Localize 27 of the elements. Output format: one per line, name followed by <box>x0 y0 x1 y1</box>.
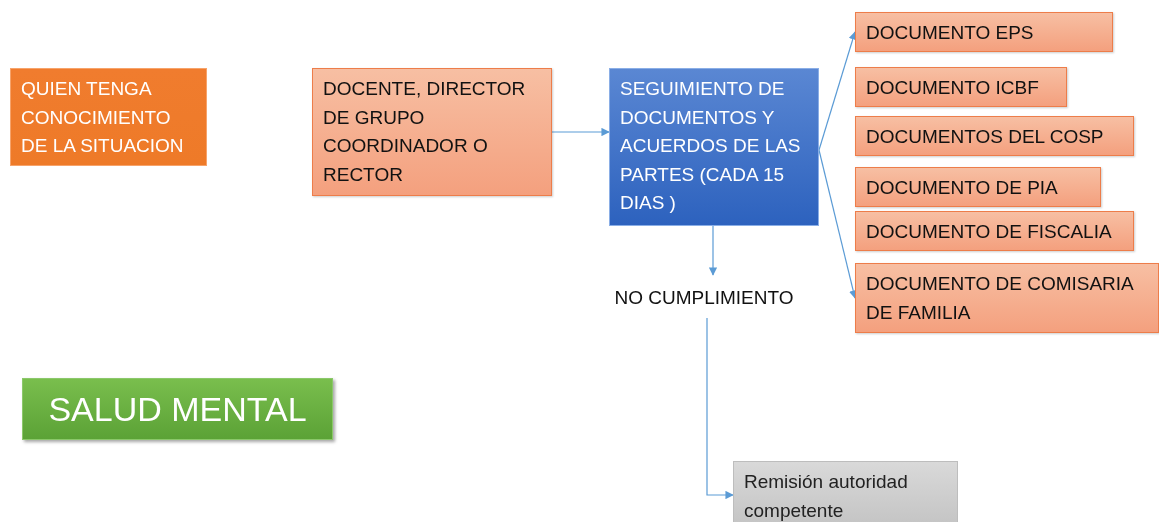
arrow <box>708 225 718 276</box>
box-text: DOCUMENTO DE COMISARIA DE FAMILIA <box>866 272 1135 325</box>
category-box <box>22 378 333 440</box>
process-box <box>10 68 207 166</box>
document-box <box>855 263 1159 333</box>
box-text: SEGUIMIENTO DE DOCUMENTOS Y ACUERDOS DE LAS PARTES (CADA 15 DIAS ) <box>620 77 802 215</box>
arrow <box>706 317 734 500</box>
process-box <box>733 461 958 522</box>
document-box <box>855 67 1067 107</box>
box-text: DOCUMENTO EPS <box>866 21 1034 45</box>
box-text: DOCUMENTO DE PIA <box>866 176 1058 200</box>
document-box <box>855 167 1101 207</box>
status-label: NO CUMPLIMIENTO <box>614 285 794 310</box>
box-text: QUIEN TENGA CONOCIMIENTO DE LA SITUACION <box>21 77 185 158</box>
box-text: DOCUMENTO DE FISCALIA <box>866 220 1112 244</box>
document-box <box>855 12 1113 52</box>
box-text: Remisión autoridad competente <box>744 470 909 522</box>
box-text: DOCUMENTO ICBF <box>866 76 1039 100</box>
document-box <box>855 211 1134 251</box>
process-box <box>609 68 819 226</box>
arrow <box>818 31 857 151</box>
box-text: DOCUMENTOS DEL COSP <box>866 125 1104 149</box>
process-box <box>312 68 552 196</box>
box-text: DOCENTE, DIRECTOR DE GRUPO COORDINADOR O RECTOR <box>323 77 527 187</box>
arrow <box>551 127 610 137</box>
document-box <box>855 116 1134 156</box>
box-text: SALUD MENTAL <box>48 388 307 430</box>
